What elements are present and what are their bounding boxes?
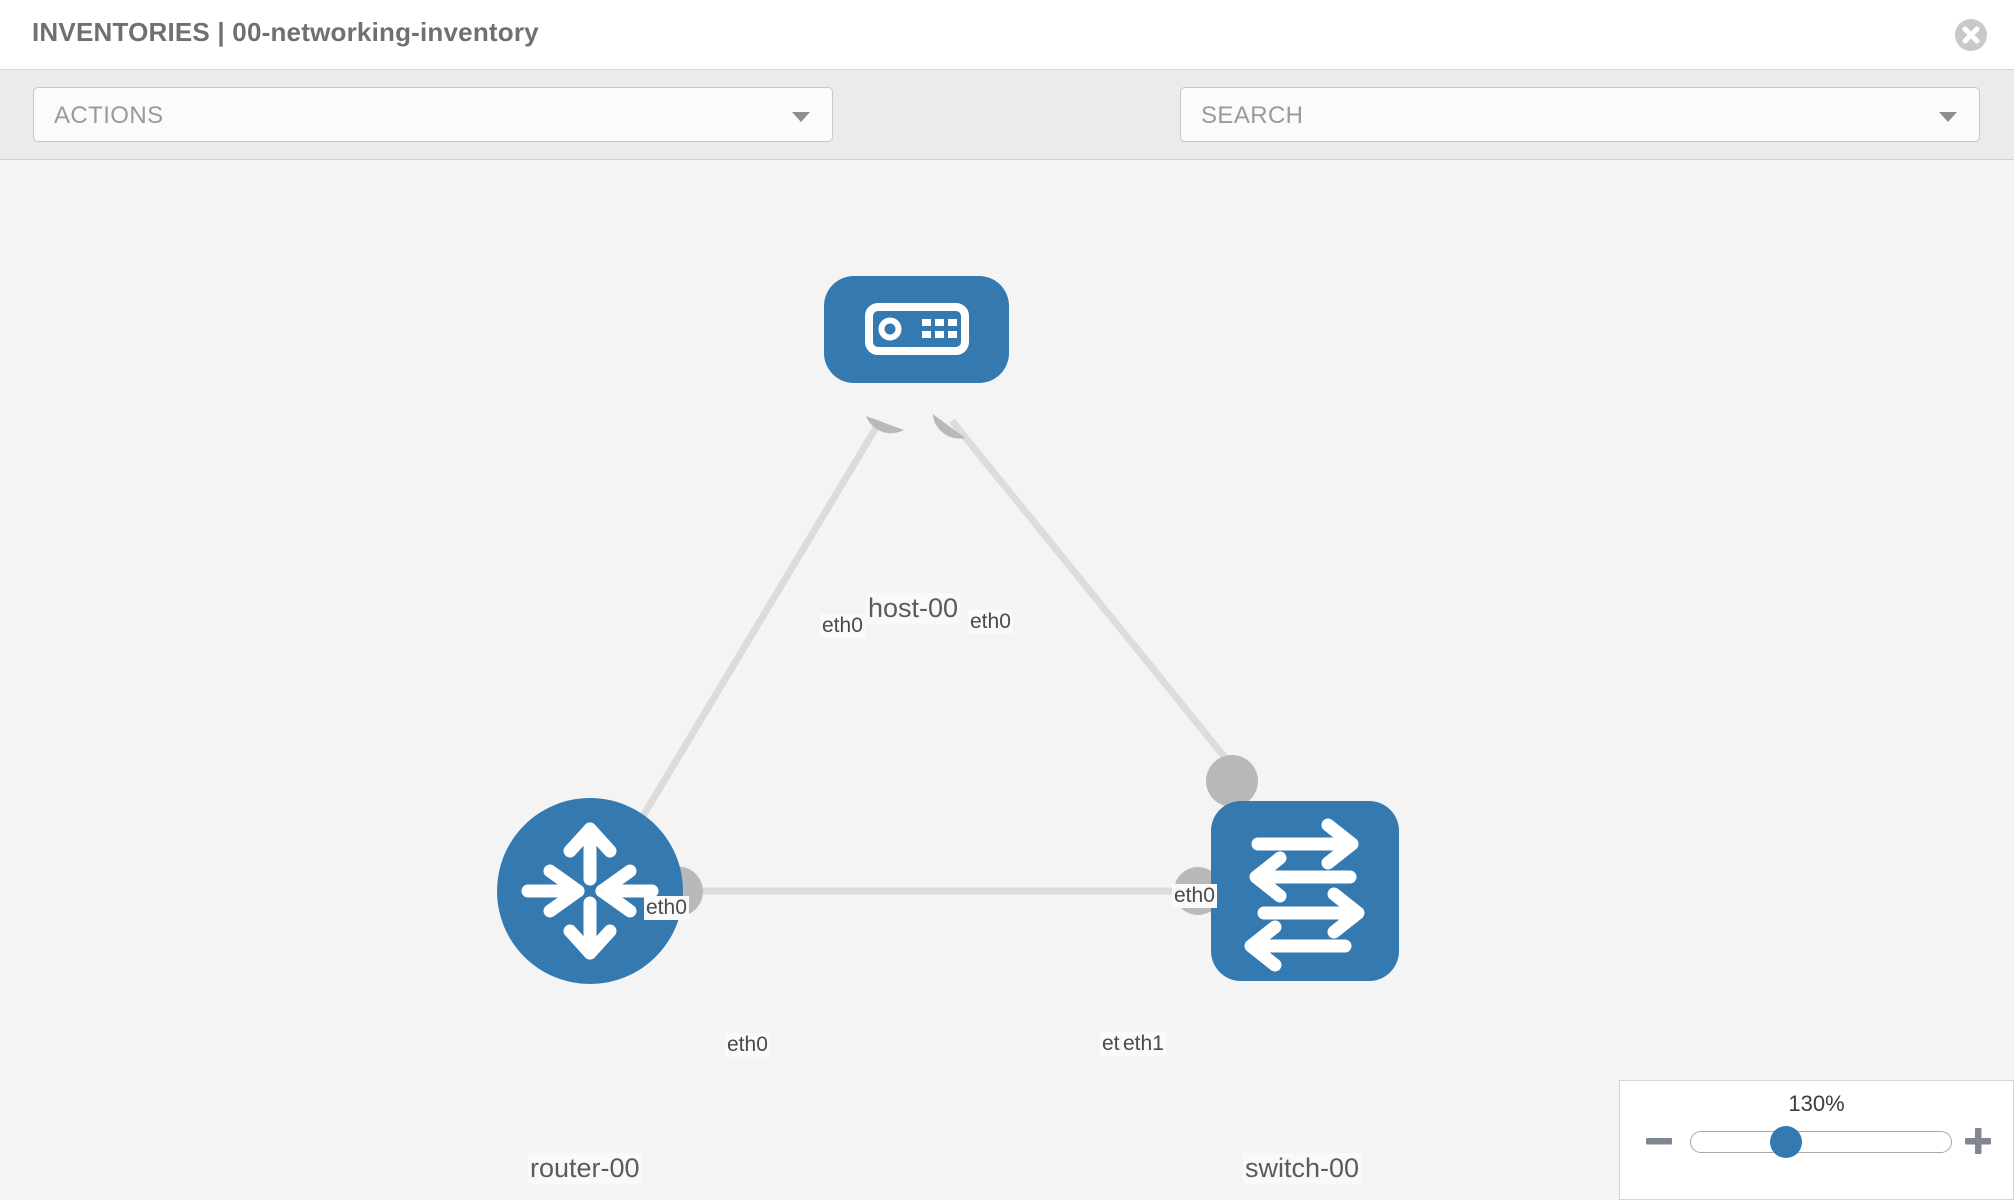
zoom-level-value: 130% [1788,1091,1845,1116]
search-input[interactable]: SEARCH [1180,87,1980,142]
page-title: INVENTORIES | 00-networking-inventory [32,17,539,47]
node-label-switch-00: switch-00 [1243,1153,1362,1184]
edge-host-switch[interactable] [949,418,1243,779]
connector-switch-top [1206,755,1258,807]
edge-label-router-top: eth0 [644,896,689,920]
connector-host-right [932,414,966,439]
zoom-slider-thumb[interactable] [1770,1126,1802,1158]
toolbar: ACTIONS SEARCH [0,70,2014,199]
topology-graph [497,276,1399,984]
edge-label-host-left: eth0 [820,614,865,638]
node-switch-00[interactable] [1211,801,1399,981]
close-icon[interactable] [1953,17,1989,53]
search-placeholder: SEARCH [1201,102,1304,129]
page-header: INVENTORIES | 00-networking-inventory [0,0,2014,70]
edge-label-switch-top: eth0 [1172,884,1217,908]
node-router-00[interactable] [497,798,683,984]
node-label-host-00: host-00 [866,593,961,624]
plus-icon[interactable] [1961,1124,1995,1158]
zoom-control: 130% [1619,1080,2014,1200]
edge-label-router-right: eth0 [725,1033,770,1057]
node-label-router-00: router-00 [528,1153,642,1184]
edge-host-router[interactable] [621,419,884,848]
edge-label-switch-left: eth1 [1121,1032,1166,1056]
actions-dropdown-label: ACTIONS [54,102,164,129]
minus-icon[interactable] [1642,1124,1676,1158]
edge-label-host-right: eth0 [968,610,1013,634]
actions-dropdown[interactable]: ACTIONS [33,87,833,142]
zoom-slider[interactable] [1690,1131,1952,1153]
chevron-down-icon [792,112,810,122]
connector-host-left [866,416,904,434]
node-host-00[interactable] [824,276,1009,383]
chevron-down-icon[interactable] [1939,112,1957,122]
topology-canvas[interactable]: eth0 eth0 eth0 eth0 eth0 eth eth1 host-0… [0,161,2014,1200]
